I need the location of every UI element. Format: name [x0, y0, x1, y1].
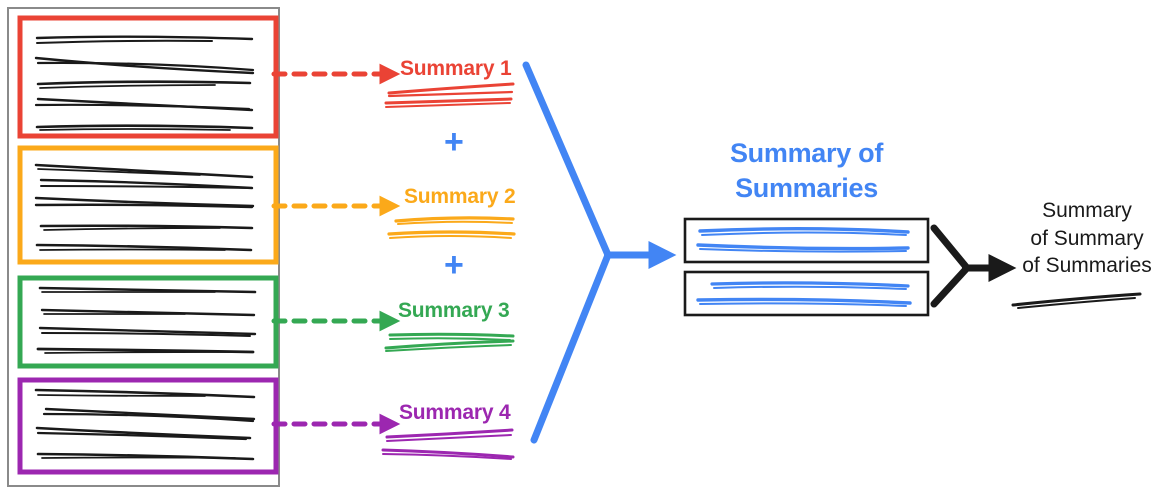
- final-output-lines: [1011, 292, 1142, 309]
- summary-3-lines: [384, 332, 515, 352]
- merge-summaries-funnel: [522, 61, 677, 444]
- document-lines-purple: [34, 388, 256, 461]
- summary-1-lines: [384, 82, 515, 108]
- final-title-line-3: of Summaries: [1022, 254, 1152, 278]
- document-group-orange[interactable]: [17, 145, 279, 265]
- summary-label-3: Summary 3: [398, 299, 510, 322]
- sos-box-1-lines: [696, 227, 910, 253]
- sos-box-2-lines: [696, 281, 912, 307]
- document-lines-red: [34, 35, 255, 131]
- sos-box-2[interactable]: [683, 270, 930, 317]
- document-group-red[interactable]: [17, 15, 279, 139]
- sos-box-1-border: [683, 217, 930, 264]
- summary-2-lines: [387, 216, 516, 239]
- document-group-purple[interactable]: [17, 377, 279, 475]
- summary-label-4: Summary 4: [399, 401, 511, 424]
- final-title-line-2: of Summary: [1030, 226, 1144, 250]
- final-output-title: Summary of Summary of Summaries: [1008, 197, 1166, 280]
- sos-funnel-branch-top: [930, 224, 971, 272]
- summary-4-lines: [381, 428, 515, 460]
- document-lines-orange: [34, 163, 255, 252]
- merge-sos-funnel: [930, 224, 1017, 308]
- sos-title-line-1: Summary of: [729, 138, 884, 168]
- final-title-line-1: Summary: [1042, 199, 1132, 222]
- summary-label-2: Summary 2: [404, 185, 516, 208]
- document-lines-green: [36, 286, 257, 354]
- sos-funnel-branch-bottom: [930, 264, 971, 308]
- funnel-branch-top: [522, 61, 612, 259]
- summary-label-1: Summary 1: [400, 57, 512, 80]
- document-group-green[interactable]: [17, 275, 279, 369]
- plus-operator-2: +: [444, 246, 464, 284]
- plus-operator-1: +: [444, 123, 464, 161]
- sos-box-1[interactable]: [683, 217, 930, 264]
- sos-title-line-2: Summaries: [735, 173, 878, 204]
- sos-box-2-border: [683, 270, 930, 317]
- funnel-branch-bottom: [530, 251, 612, 444]
- summary-of-summaries-title: Summary of Summaries: [685, 136, 928, 206]
